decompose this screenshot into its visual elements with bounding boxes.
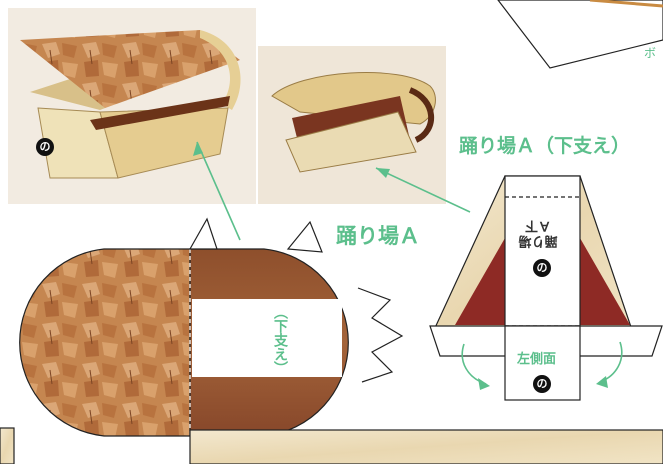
cutout-window bbox=[192, 299, 342, 377]
assembled-photo-landing bbox=[8, 8, 256, 204]
guide-arrows bbox=[193, 141, 623, 390]
assembled-photo-support bbox=[258, 46, 446, 204]
landing-crust-face bbox=[19, 248, 191, 437]
landing-a-support-label: 踊り場Ａ（下支え） bbox=[459, 135, 631, 157]
bottom-wide-panel bbox=[189, 429, 663, 464]
glue-tab-top-left bbox=[188, 217, 218, 250]
landing-a-label: 踊り場Ａ bbox=[336, 224, 420, 248]
support-vertical-label: （下支え） bbox=[272, 305, 288, 375]
partial-top-piece-edge bbox=[589, 0, 663, 8]
no-mark-icon: の bbox=[533, 259, 551, 277]
assembled-photo-2-art bbox=[258, 46, 446, 204]
partial-top-piece bbox=[497, 0, 663, 69]
triangle-red-right bbox=[580, 238, 630, 325]
triangle-red-left bbox=[455, 238, 505, 325]
glue-tab-top-right bbox=[286, 220, 323, 253]
no-mark-icon: の bbox=[36, 138, 54, 156]
left-side-label: 左側面 bbox=[517, 352, 557, 367]
assembled-photo-1-art bbox=[8, 8, 256, 204]
glue-tabs-right bbox=[357, 287, 404, 383]
triangle-center-strip bbox=[504, 175, 581, 327]
bottom-left-partial bbox=[0, 427, 15, 464]
no-mark-icon: の bbox=[533, 375, 551, 393]
partial-label: ボ bbox=[644, 46, 657, 60]
landing-a-flipped-label: 踊り場Ａ下 bbox=[518, 218, 558, 248]
